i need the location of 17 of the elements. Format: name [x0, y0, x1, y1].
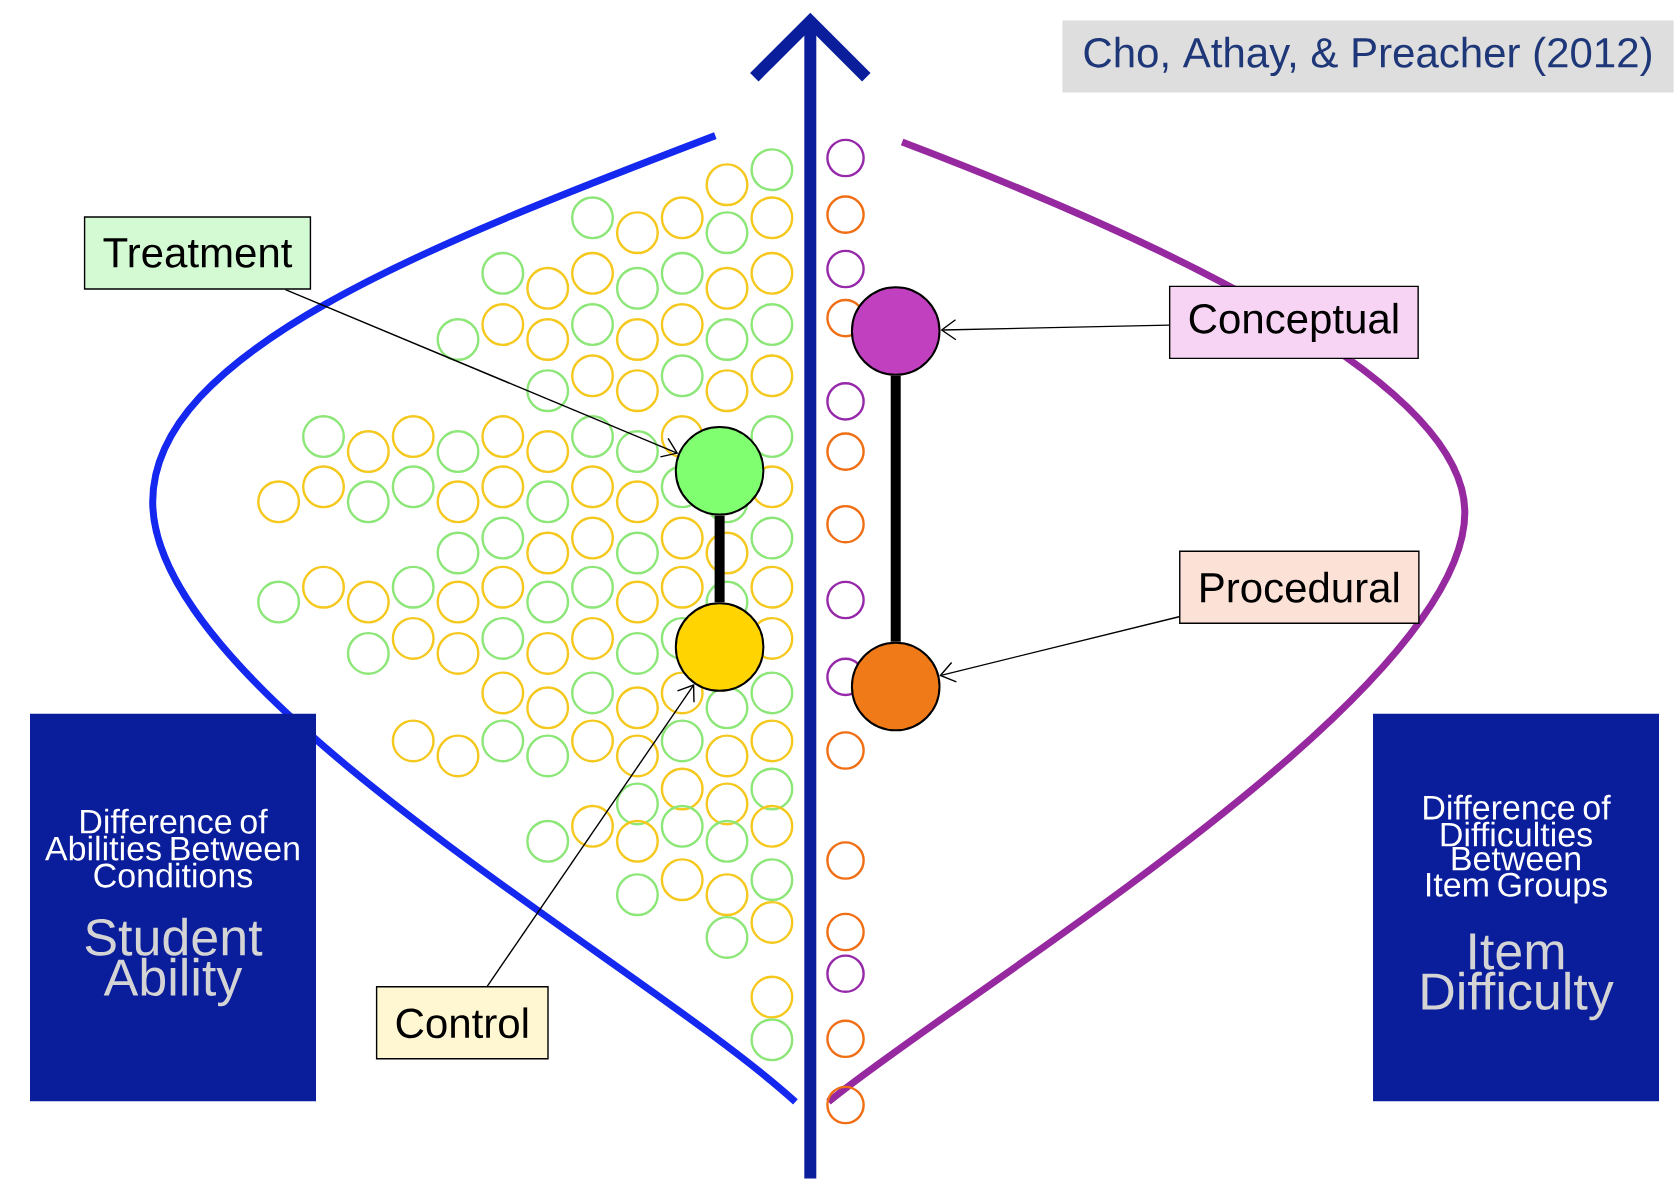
pointer-arrow — [940, 319, 1170, 341]
marker-circle — [674, 602, 765, 692]
connector-bar — [890, 375, 901, 642]
label-box: Control — [375, 986, 549, 1060]
pointer-arrow — [939, 616, 1180, 683]
marker-circle — [850, 641, 941, 732]
title-panel: Difference of Difficulties Between Item Groups Item Difficulty — [1373, 713, 1659, 1102]
label-box: Conceptual — [1169, 285, 1419, 360]
title-panel: Difference of Abilities Between Conditions Student Ability — [30, 713, 316, 1102]
pointer-arrow — [486, 683, 695, 987]
label-box: Procedural — [1179, 550, 1420, 624]
label-box: Treatment — [83, 216, 312, 290]
marker-circle — [850, 286, 941, 376]
pointer-arrow — [284, 289, 679, 458]
connector-bar — [714, 515, 725, 603]
citation-box: Cho, Athay, & Preacher (2012) — [1062, 20, 1674, 93]
marker-circle — [674, 426, 765, 516]
